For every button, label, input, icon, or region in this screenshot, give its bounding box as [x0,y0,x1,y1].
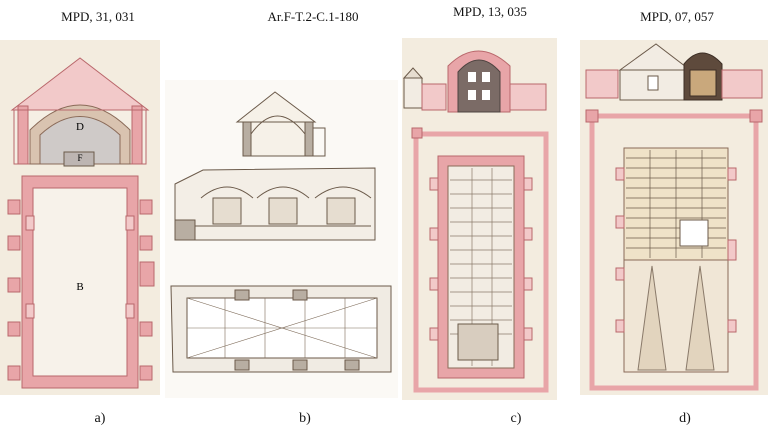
panel-d-header: MPD, 07, 057 [640,9,714,24]
panel-d-elevation [585,43,763,101]
panel-c-header: MPD, 13, 035 [453,4,527,19]
panel-b-drawing [165,80,398,398]
panel-d-caption: d) [679,411,691,426]
panel-c-plan [411,127,549,393]
panel-a-header: MPD, 31, 031 [61,9,135,24]
panel-c-drawing [402,38,557,400]
panel-b-section [235,91,326,157]
panel-b-long-section [174,167,376,241]
panel-b-caption: b) [299,411,311,426]
panel-a-label-b: B [76,281,83,293]
panel-c-elevation [402,50,547,113]
panel-a-label-f: F [77,153,82,163]
panel-a-label-d: D [76,121,84,133]
panel-a-caption: a) [94,411,106,426]
panel-c-caption: c) [510,411,522,426]
panel-b-plan [170,285,392,373]
panel-a-drawing: D F B [0,40,160,395]
panel-b-header: Ar.F-T.2-C.1-180 [267,9,359,24]
panel-d-plan [585,109,763,391]
panel-d-drawing [580,40,768,395]
panel-a-plan [7,175,155,389]
panel-a-section [10,57,150,167]
